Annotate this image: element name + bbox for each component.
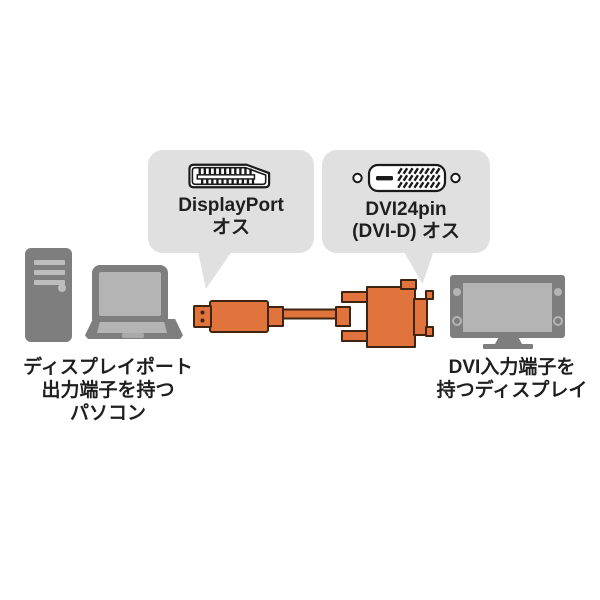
callout-dvi: DVI24pin (DVI-D) オス <box>322 150 490 253</box>
tower-power-button <box>58 284 66 292</box>
laptop-screen <box>99 272 161 316</box>
callout-displayport-title: DisplayPort <box>178 195 284 216</box>
monitor-bezel-ring <box>553 316 563 326</box>
tower-vent-line <box>34 270 65 275</box>
pc-caption-line1: ディスプレイポート <box>23 357 193 378</box>
dp-plug-tip <box>193 305 212 328</box>
dp-tip-pin-dot <box>200 310 205 315</box>
displayport-to-dvi-cable-illustration <box>193 279 434 348</box>
pc-caption-line2: 出力端子を持つ <box>41 380 175 401</box>
dvi-plug-body <box>366 286 416 348</box>
laptop-keyboard <box>97 322 167 333</box>
monitor-bezel-ring <box>452 316 462 326</box>
dvi-24pin-connector-icon <box>351 163 461 193</box>
cable-cord <box>277 308 343 320</box>
monitor-illustration <box>450 275 565 338</box>
monitor-screen <box>463 283 552 332</box>
laptop-illustration <box>92 265 168 320</box>
dvi-thumbscrew-bottom <box>341 330 371 342</box>
dvi-thumbscrew-top <box>341 291 371 303</box>
laptop-touchpad <box>122 333 144 338</box>
desktop-pc-illustration <box>25 248 72 342</box>
dp-tip-pin-dot <box>200 318 205 323</box>
callout-displayport-subtitle: オス <box>211 217 250 238</box>
dp-strain-relief <box>266 306 284 327</box>
callout-dvi-title: DVI24pin <box>365 199 447 220</box>
monitor-stand-base <box>483 344 533 349</box>
dvi-strain-relief <box>335 306 351 327</box>
pc-caption: ディスプレイポート 出力端子を持つ パソコン <box>8 356 208 425</box>
dvi-screw-tab-bottom <box>425 326 434 337</box>
displayport-connector-icon <box>188 163 271 189</box>
tower-vent-line <box>34 280 65 285</box>
dvi-plug-nose <box>413 298 428 336</box>
dvi-body-step <box>400 279 417 290</box>
dvi-screw-tab-top <box>425 290 434 300</box>
pc-caption-line3: パソコン <box>69 403 146 424</box>
monitor-stand-neck <box>495 338 522 344</box>
display-caption-line2: 持つディスプレイ <box>436 380 588 401</box>
monitor-bezel-dot <box>453 288 461 296</box>
tower-vent-line <box>34 260 65 265</box>
display-caption-line1: DVI入力端子を <box>448 357 576 378</box>
callout-displayport: DisplayPort オス <box>148 150 314 253</box>
display-caption: DVI入力端子を 持つディスプレイ <box>412 356 600 402</box>
monitor-bezel-dot <box>554 288 562 296</box>
callout-dvi-subtitle: (DVI-D) オス <box>352 221 460 242</box>
dp-plug-body <box>209 300 269 333</box>
